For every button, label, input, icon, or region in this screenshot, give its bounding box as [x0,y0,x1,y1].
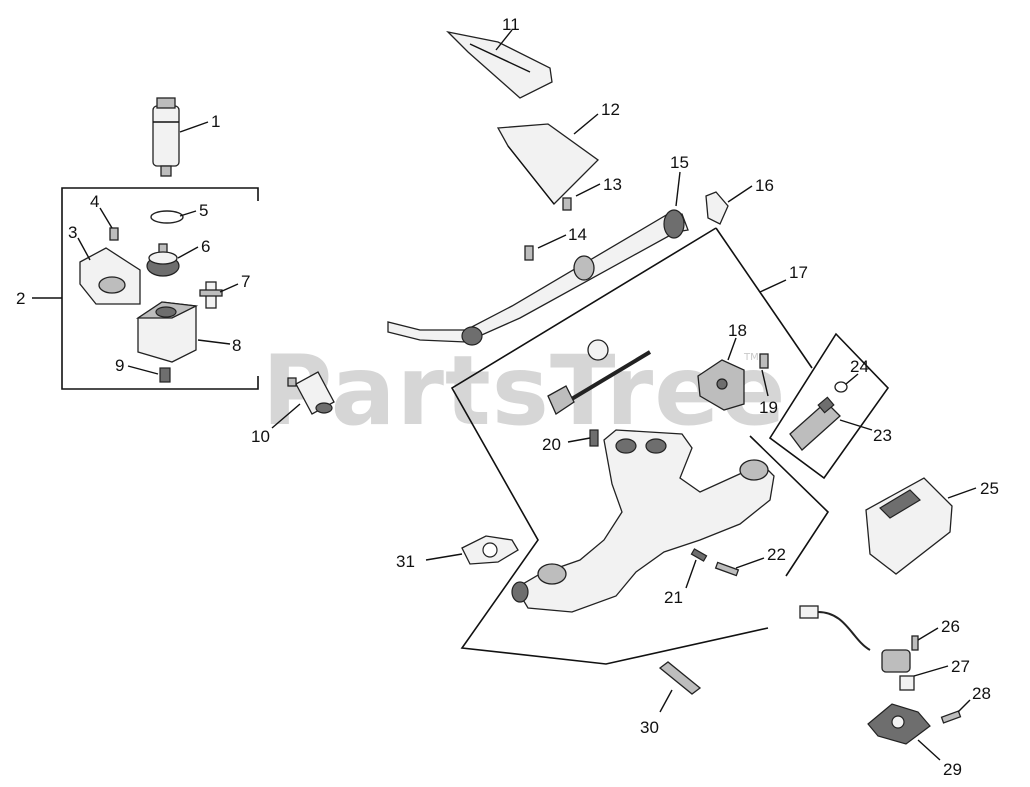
fitting-part-9[interactable] [159,367,171,383]
watermark: PartsTree [262,335,786,447]
callout-22: 22 [767,545,786,564]
callout-6: 6 [201,237,210,256]
callout-27: 27 [951,657,970,676]
callout-23: 23 [873,426,892,445]
callout-15: 15 [670,153,689,172]
screw-part-13[interactable] [562,197,572,211]
callout-3: 3 [68,223,77,242]
callout-8: 8 [232,336,241,355]
callout-17: 17 [789,263,808,282]
bracket-plate-part-11[interactable] [446,30,553,99]
callout-12: 12 [601,100,620,119]
group-frame-2 [61,187,259,390]
callout-13: 13 [603,175,622,194]
gasket-part[interactable] [461,535,519,565]
bracket-part[interactable] [79,247,141,305]
screw-part-22[interactable] [714,561,740,577]
callout-7: 7 [241,272,250,291]
leader-lines [32,29,977,761]
callout-14: 14 [568,225,587,244]
callout-26: 26 [941,617,960,636]
intake-manifold-part[interactable] [511,429,775,613]
callout-2: 2 [16,289,25,308]
sensor-part-27[interactable] [799,605,915,691]
group-frame-17 [450,227,830,665]
bolt-part-30[interactable] [658,661,702,695]
callout-11: 11 [502,15,520,34]
screw-part-28[interactable] [940,710,962,724]
pressure-regulator-part[interactable] [146,243,180,277]
heat-shield-part[interactable] [496,123,600,205]
screw-part-4[interactable] [109,227,119,241]
fuel-injector-part[interactable] [789,396,841,451]
callout-20: 20 [542,435,561,454]
watermark-trademark: TM [743,352,759,363]
callout-25: 25 [980,479,999,498]
o-ring-part-5[interactable] [150,210,184,224]
callout-19: 19 [759,398,778,417]
fuel-rail-part[interactable] [387,209,689,346]
callout-21: 21 [664,588,683,607]
callout-9: 9 [115,356,124,375]
spring-part-21[interactable] [690,548,708,562]
throttle-shaft-part[interactable] [547,339,652,415]
screw-part-19[interactable] [759,353,769,369]
callout-30: 30 [640,718,659,737]
group-frame-23 [768,332,890,480]
ecu-module-part[interactable] [865,477,953,575]
callout-1: 1 [211,112,220,131]
callout-31: 31 [396,552,415,571]
callout-5: 5 [199,201,208,220]
fuel-pump-part[interactable] [152,97,180,177]
o-ring-part-24[interactable] [834,381,848,393]
fitting-part-7[interactable] [199,281,223,309]
screw-part-14[interactable] [524,245,534,261]
sensor-bracket-part[interactable] [867,703,931,745]
spring-part-20[interactable] [589,429,599,447]
callout-10: 10 [251,427,270,446]
screw-part-26[interactable] [911,635,919,651]
callout-24: 24 [850,357,869,376]
callout-29: 29 [943,760,962,779]
fuel-filter-part[interactable] [287,371,335,415]
callout-4: 4 [90,192,99,211]
housing-block-part[interactable] [135,301,199,363]
callout-16: 16 [755,176,774,195]
throttle-sensor-part[interactable] [697,359,745,411]
callout-18: 18 [728,321,747,340]
callout-numbers: 1 2 3 4 5 6 7 8 9 10 11 12 13 14 15 16 1… [16,15,999,779]
callout-28: 28 [972,684,991,703]
clip-part-16[interactable] [705,191,729,225]
